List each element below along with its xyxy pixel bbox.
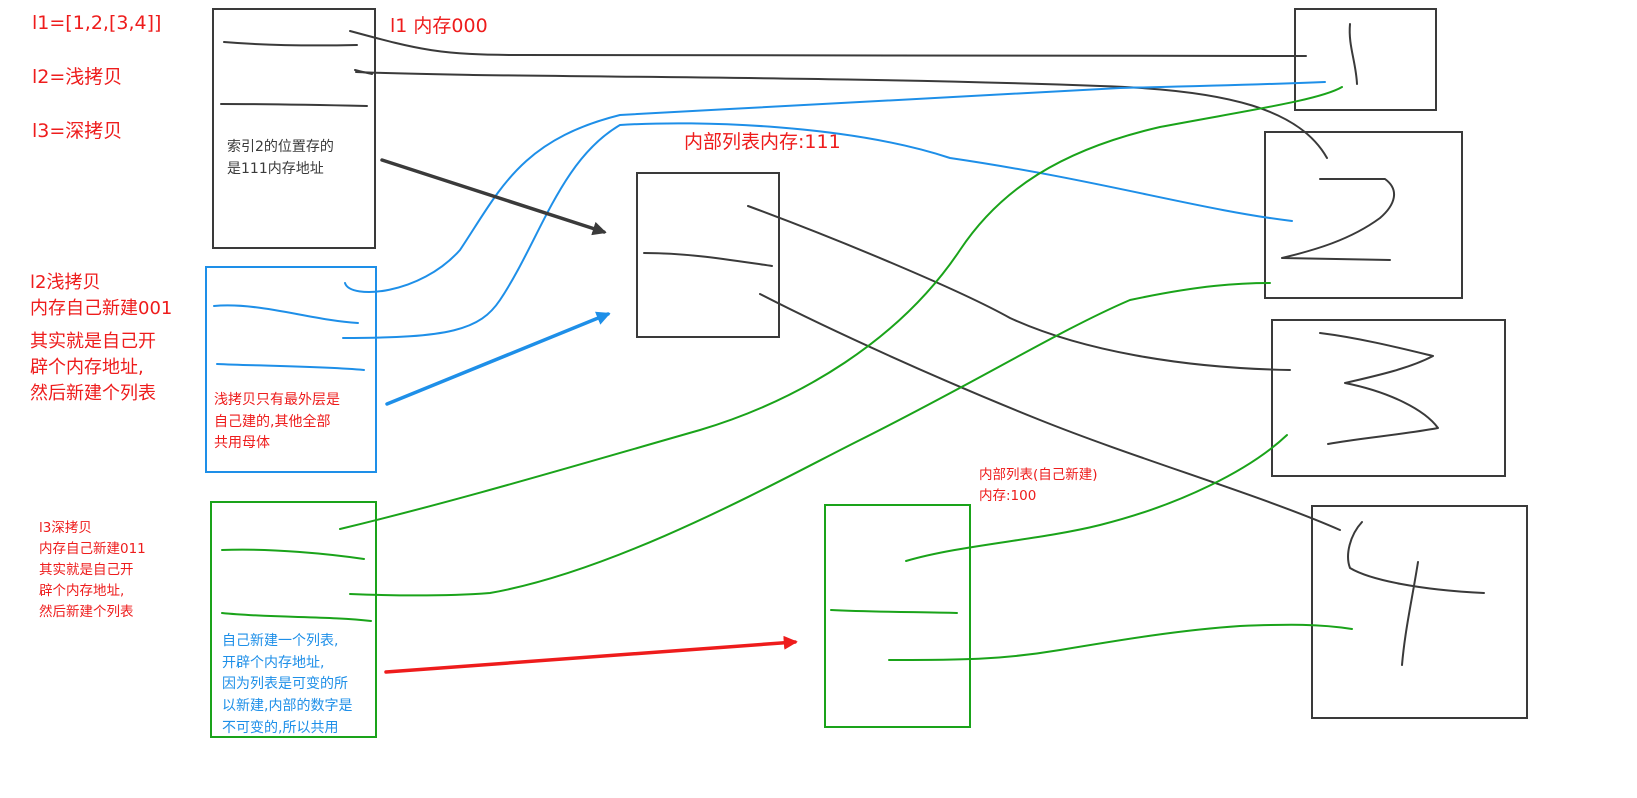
shallow-copy-box: [205, 266, 377, 473]
shallow-slot-0: [213, 304, 359, 324]
shallow-copy-desc: 其实就是自己开 辟个内存地址, 然后新建个列表: [30, 331, 156, 405]
l1-ref-to-2: [355, 71, 1328, 159]
new-inner-slot-0: [830, 609, 958, 614]
l1-box: [212, 8, 376, 249]
digit-3-drawing: [1319, 332, 1439, 445]
inner-list-label: 内部列表内存:111: [684, 131, 841, 153]
arrow-to-inner-from-l1: [380, 158, 607, 236]
digit-4-drawing: [1347, 521, 1485, 666]
shallow-copy-title: l2浅拷贝 内存自己新建001: [30, 272, 173, 320]
inner-list-box: [636, 172, 780, 338]
definition-l3: l3=深拷贝: [32, 120, 123, 142]
l1-note: 索引2的位置存的 是111内存地址: [227, 139, 334, 177]
digit-2-drawing: [1281, 178, 1395, 261]
value-box-3: [1271, 319, 1506, 477]
deep-slot-0: [221, 548, 365, 560]
deep-ref-to-1: [339, 86, 1343, 530]
inner-ref-to-3: [747, 205, 1291, 371]
arrow-to-new-inner: [384, 635, 798, 674]
arrow-to-inner-from-shallow: [385, 311, 611, 406]
deep-copy-note: 自己新建一个列表, 开辟个内存地址, 因为列表是可变的所 以新建,内部的数字是 …: [222, 633, 353, 736]
shallow-slot-1: [216, 363, 365, 371]
inner-ref-to-4: [759, 293, 1341, 531]
inner-slot-0: [643, 252, 773, 267]
new-inner-ref-to-3: [905, 434, 1288, 562]
shallow-ref-to-1: [344, 81, 1326, 293]
shallow-ref-to-2: [342, 122, 1293, 339]
new-inner-ref-to-4: [888, 623, 1353, 661]
value-box-4: [1311, 505, 1528, 719]
l1-memory-label: l1 内存000: [390, 15, 488, 37]
l1-slot-0: [223, 41, 358, 47]
deep-copy-title: l3深拷贝 内存自己新建011 其实就是自己开 辟个内存地址, 然后新建个列表: [39, 520, 146, 620]
shallow-copy-note: 浅拷贝只有最外层是 自己建的,其他全部 共用母体: [214, 392, 340, 452]
definition-l1: l1=[1,2,[3,4]]: [32, 12, 162, 34]
new-inner-list-label: 内部列表(自己新建) 内存:100: [979, 467, 1098, 504]
value-box-2: [1264, 131, 1463, 299]
value-box-1: [1294, 8, 1437, 111]
l1-ref-to-1: [349, 30, 1307, 57]
new-inner-list-box: [824, 504, 971, 728]
digit-1-drawing: [1348, 23, 1358, 85]
deep-ref-to-inner: [349, 282, 1271, 597]
deep-copy-box: [210, 501, 377, 738]
l1-slot-2: [220, 103, 368, 107]
definition-l2: l2=浅拷贝: [32, 66, 123, 88]
deep-slot-1: [221, 612, 372, 622]
